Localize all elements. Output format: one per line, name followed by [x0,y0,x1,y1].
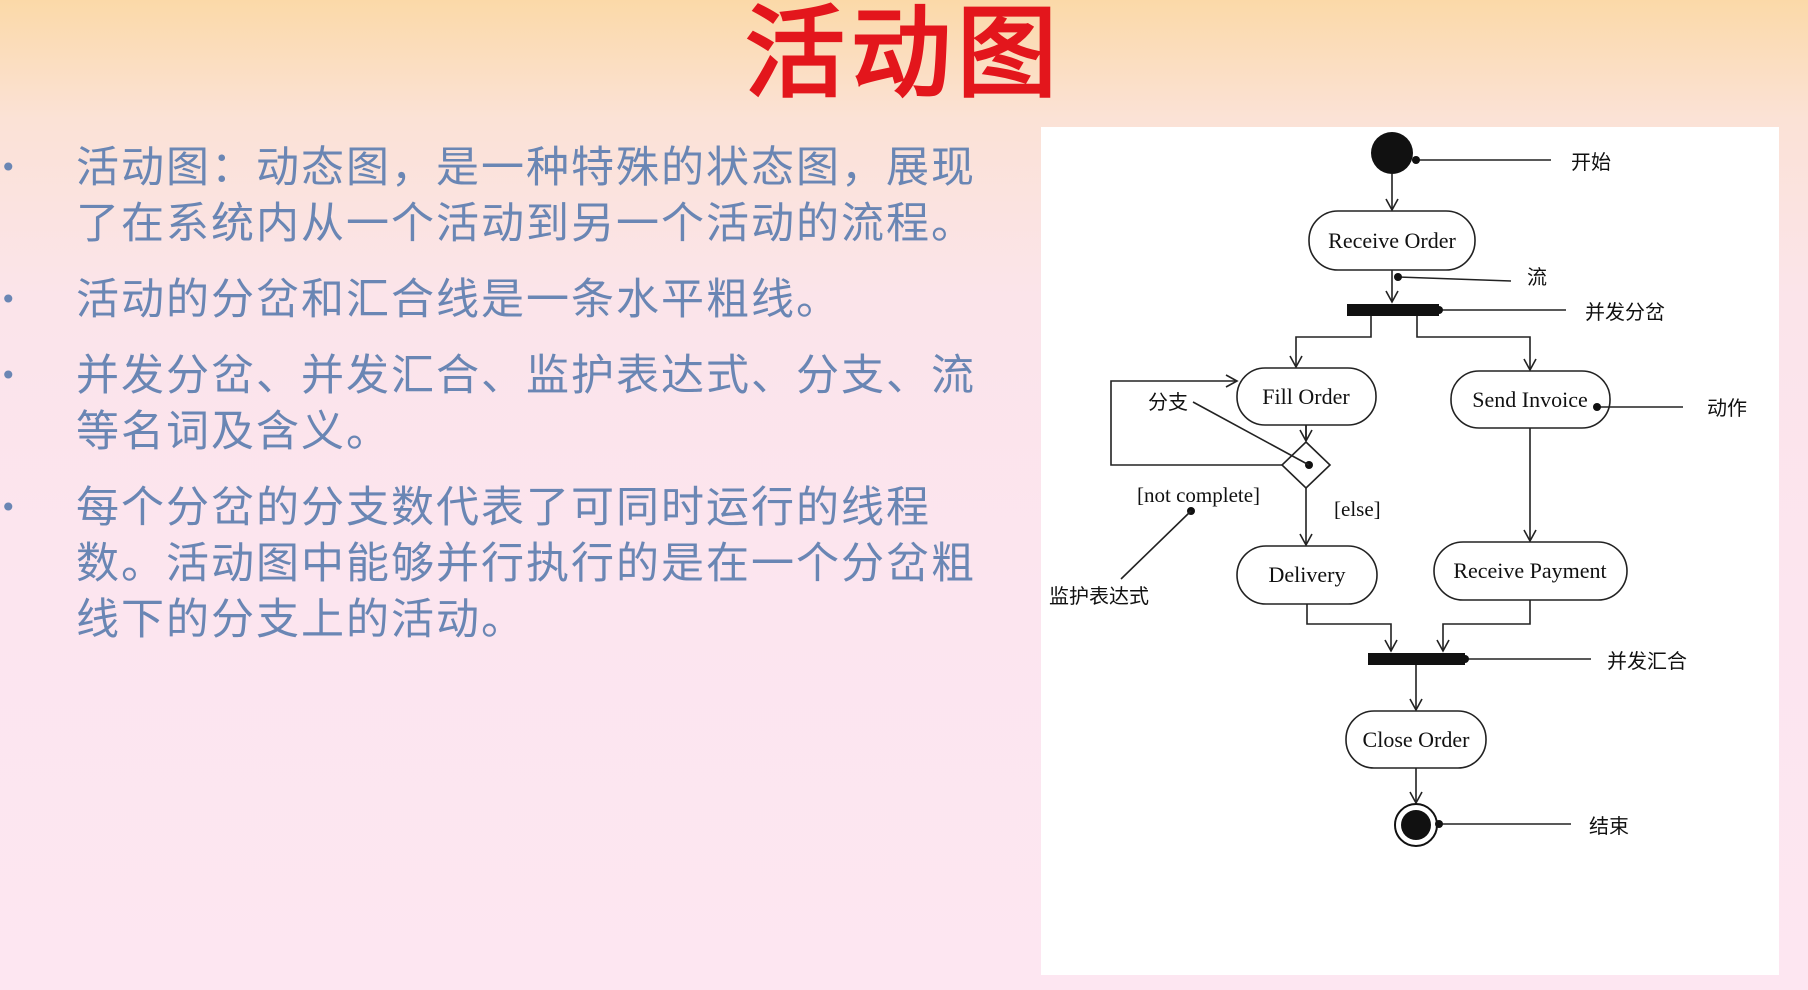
action-pointer-dot [1593,403,1601,411]
guard-not-complete: [not complete] [1137,483,1260,507]
guard-pointer-line [1120,510,1192,580]
slide-title: 活动图 [745,0,1063,112]
start-pointer-dot [1412,156,1420,164]
label-flow: 流 [1527,265,1547,289]
bullet-text: 活动图：动态图，是一种特殊的状态图，展现了在系统内从一个活动到另一个活动的流程。 [76,143,976,249]
join-bar [1368,653,1465,665]
label-end: 结束 [1589,814,1629,838]
flow-pointer-line [1397,276,1512,282]
label-join: 并发汇合 [1607,649,1687,673]
bullet-text: 并发分岔、并发汇合、监护表达式、分支、流等名词及含义。 [76,351,976,457]
initial-node [1371,132,1413,174]
activity-diagram: 开始 Receive Order 流 并发分岔 Fill Order Send … [1049,132,1747,847]
bullet-marker: • [0,151,19,184]
receive-order-label: Receive Order [1328,228,1456,253]
flow-edge [1306,604,1398,653]
fill-order-label: Fill Order [1262,384,1350,409]
label-guard-expression: 监护表达式 [1049,584,1149,608]
activity-diagram-panel: 开始 Receive Order 流 并发分岔 Fill Order Send … [1041,127,1779,975]
fork-pointer-dot [1435,306,1443,314]
flow-edge [1289,316,1372,369]
receive-payment-label: Receive Payment [1453,558,1606,583]
bullet-marker: • [0,359,19,392]
bullet-text: 活动的分岔和汇合线是一条水平粗线。 [76,275,841,325]
bullet-list: • 活动图：动态图，是一种特殊的状态图，展现了在系统内从一个活动到另一个活动的流… [0,140,1010,668]
fork-bar [1347,304,1439,316]
flow-pointer-dot [1394,273,1402,281]
branch-pointer-line [1192,401,1310,466]
close-order-label: Close Order [1363,727,1471,752]
loop-edge [1110,374,1282,466]
end-pointer-dot [1435,820,1443,828]
label-fork: 并发分岔 [1585,300,1665,324]
bullet-marker: • [0,491,19,524]
flow-edge [1416,316,1537,372]
flow-edge [1436,600,1531,653]
join-pointer-dot [1461,655,1469,663]
bullet-text: 每个分岔的分支数代表了可同时运行的线程数。活动图中能够并行执行的是在一个分岔粗线… [76,483,976,645]
label-start: 开始 [1571,150,1611,174]
bullet-item: • 并发分岔、并发汇合、监护表达式、分支、流等名词及含义。 [0,348,1010,460]
guard-else: [else] [1334,497,1381,521]
label-branch: 分支 [1148,390,1188,414]
delivery-label: Delivery [1269,562,1346,587]
bullet-item: • 每个分岔的分支数代表了可同时运行的线程数。活动图中能够并行执行的是在一个分岔… [0,480,1010,648]
bullet-item: • 活动的分岔和汇合线是一条水平粗线。 [0,272,1010,328]
final-node-dot [1401,810,1431,840]
label-action: 动作 [1707,396,1747,420]
send-invoice-label: Send Invoice [1472,387,1587,412]
bullet-marker: • [0,283,19,316]
bullet-item: • 活动图：动态图，是一种特殊的状态图，展现了在系统内从一个活动到另一个活动的流… [0,140,1010,252]
